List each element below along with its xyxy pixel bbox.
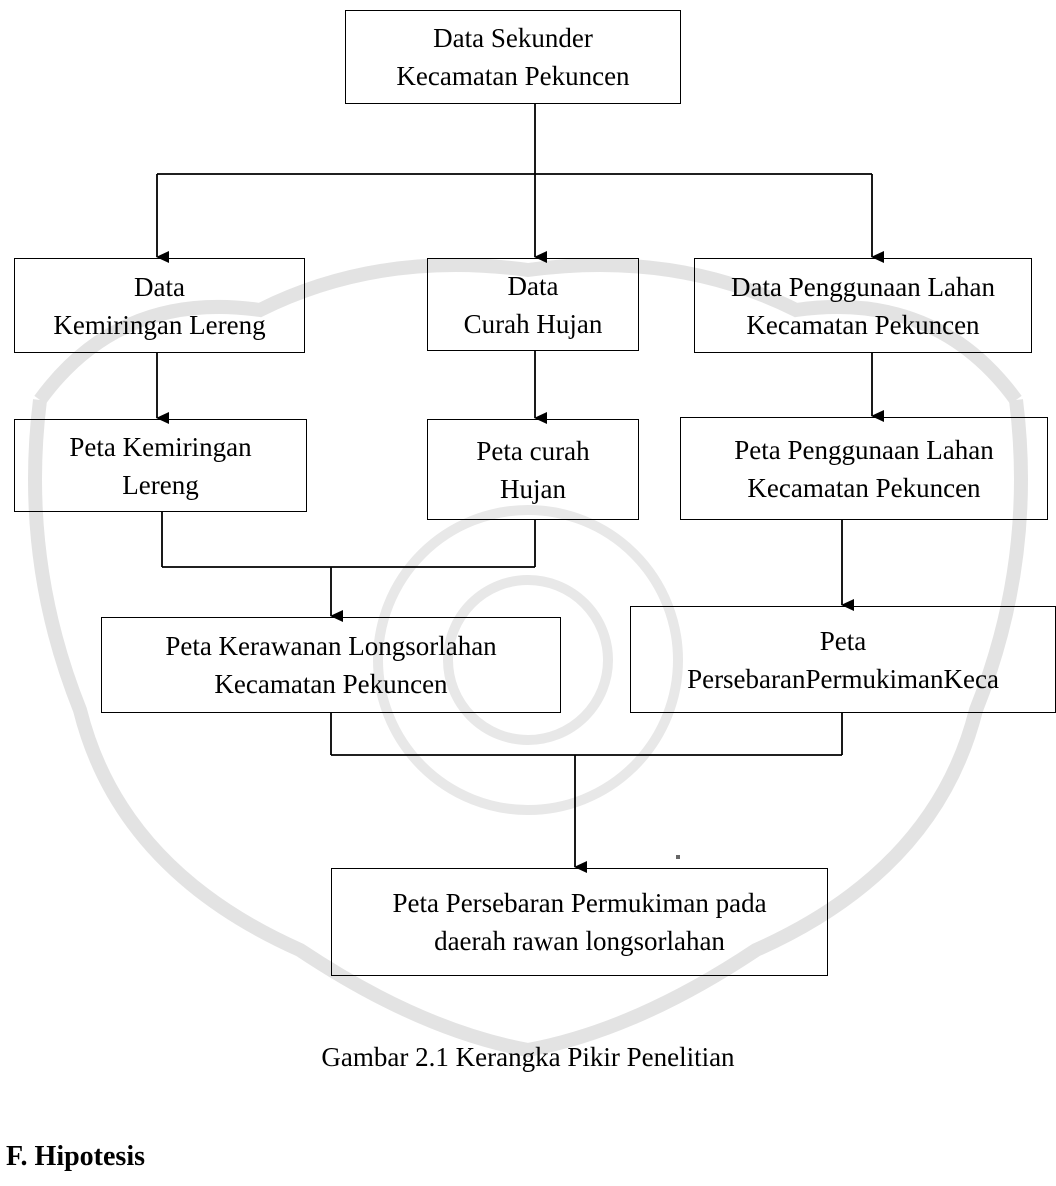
node-peta-kemiringan-lereng-line1: Peta Kemiringan <box>69 431 252 462</box>
node-peta-penggunaan-lahan: Peta Penggunaan Lahan Kecamatan Pekuncen <box>680 417 1048 520</box>
node-peta-penggunaan-lahan-line1: Peta Penggunaan Lahan <box>734 434 994 465</box>
node-peta-penggunaan-lahan-line2: Kecamatan Pekuncen <box>747 472 981 503</box>
node-data-kemiringan-lereng-line2: Kemiringan Lereng <box>53 309 266 340</box>
node-data-penggunaan-lahan-line2: Kecamatan Pekuncen <box>746 309 980 340</box>
node-data-sekunder-line2: Kecamatan Pekuncen <box>396 61 630 91</box>
node-data-sekunder: Data Sekunder Kecamatan Pekuncen <box>345 10 681 104</box>
node-peta-kemiringan-lereng: Peta Kemiringan Lereng <box>14 419 307 512</box>
section-heading: F. Hipotesis <box>6 1141 145 1172</box>
figure-caption: Gambar 2.1 Kerangka Pikir Penelitian <box>321 1042 735 1072</box>
stray-dot <box>676 855 680 859</box>
node-peta-persebaran-rawan-longsor-line1: Peta Persebaran Permukiman pada <box>392 888 767 918</box>
node-data-kemiringan-lereng: Data Kemiringan Lereng <box>14 258 305 353</box>
node-data-curah-hujan-line1: Data <box>507 270 559 301</box>
node-data-kemiringan-lereng-line1: Data <box>134 271 185 302</box>
node-peta-persebaran-rawan-longsor: Peta Persebaran Permukiman pada daerah r… <box>331 868 828 976</box>
node-peta-persebaran-permukiman-line1: Peta <box>819 625 867 656</box>
node-peta-curah-hujan: Peta curah Hujan <box>427 419 639 520</box>
node-data-penggunaan-lahan: Data Penggunaan Lahan Kecamatan Pekuncen <box>694 258 1032 353</box>
node-data-sekunder-line1: Data Sekunder <box>433 23 593 53</box>
node-data-curah-hujan-line2: Curah Hujan <box>463 308 603 339</box>
node-peta-kerawanan-longsorlahan: Peta Kerawanan Longsorlahan Kecamatan Pe… <box>101 617 561 713</box>
node-data-curah-hujan: Data Curah Hujan <box>427 258 639 351</box>
node-peta-kerawanan-longsorlahan-line2: Kecamatan Pekuncen <box>214 669 448 699</box>
node-peta-kerawanan-longsorlahan-line1: Peta Kerawanan Longsorlahan <box>165 631 497 661</box>
node-peta-persebaran-permukiman-line2: PersebaranPermukimanKeca <box>687 663 999 694</box>
node-peta-persebaran-permukiman: Peta PersebaranPermukimanKeca <box>630 606 1056 713</box>
node-data-penggunaan-lahan-line1: Data Penggunaan Lahan <box>731 271 995 302</box>
node-peta-curah-hujan-line2: Hujan <box>500 473 566 504</box>
node-peta-kemiringan-lereng-line2: Lereng <box>122 469 199 500</box>
node-peta-curah-hujan-line1: Peta curah <box>476 435 590 466</box>
node-peta-persebaran-rawan-longsor-line2: daerah rawan longsorlahan <box>434 926 725 956</box>
